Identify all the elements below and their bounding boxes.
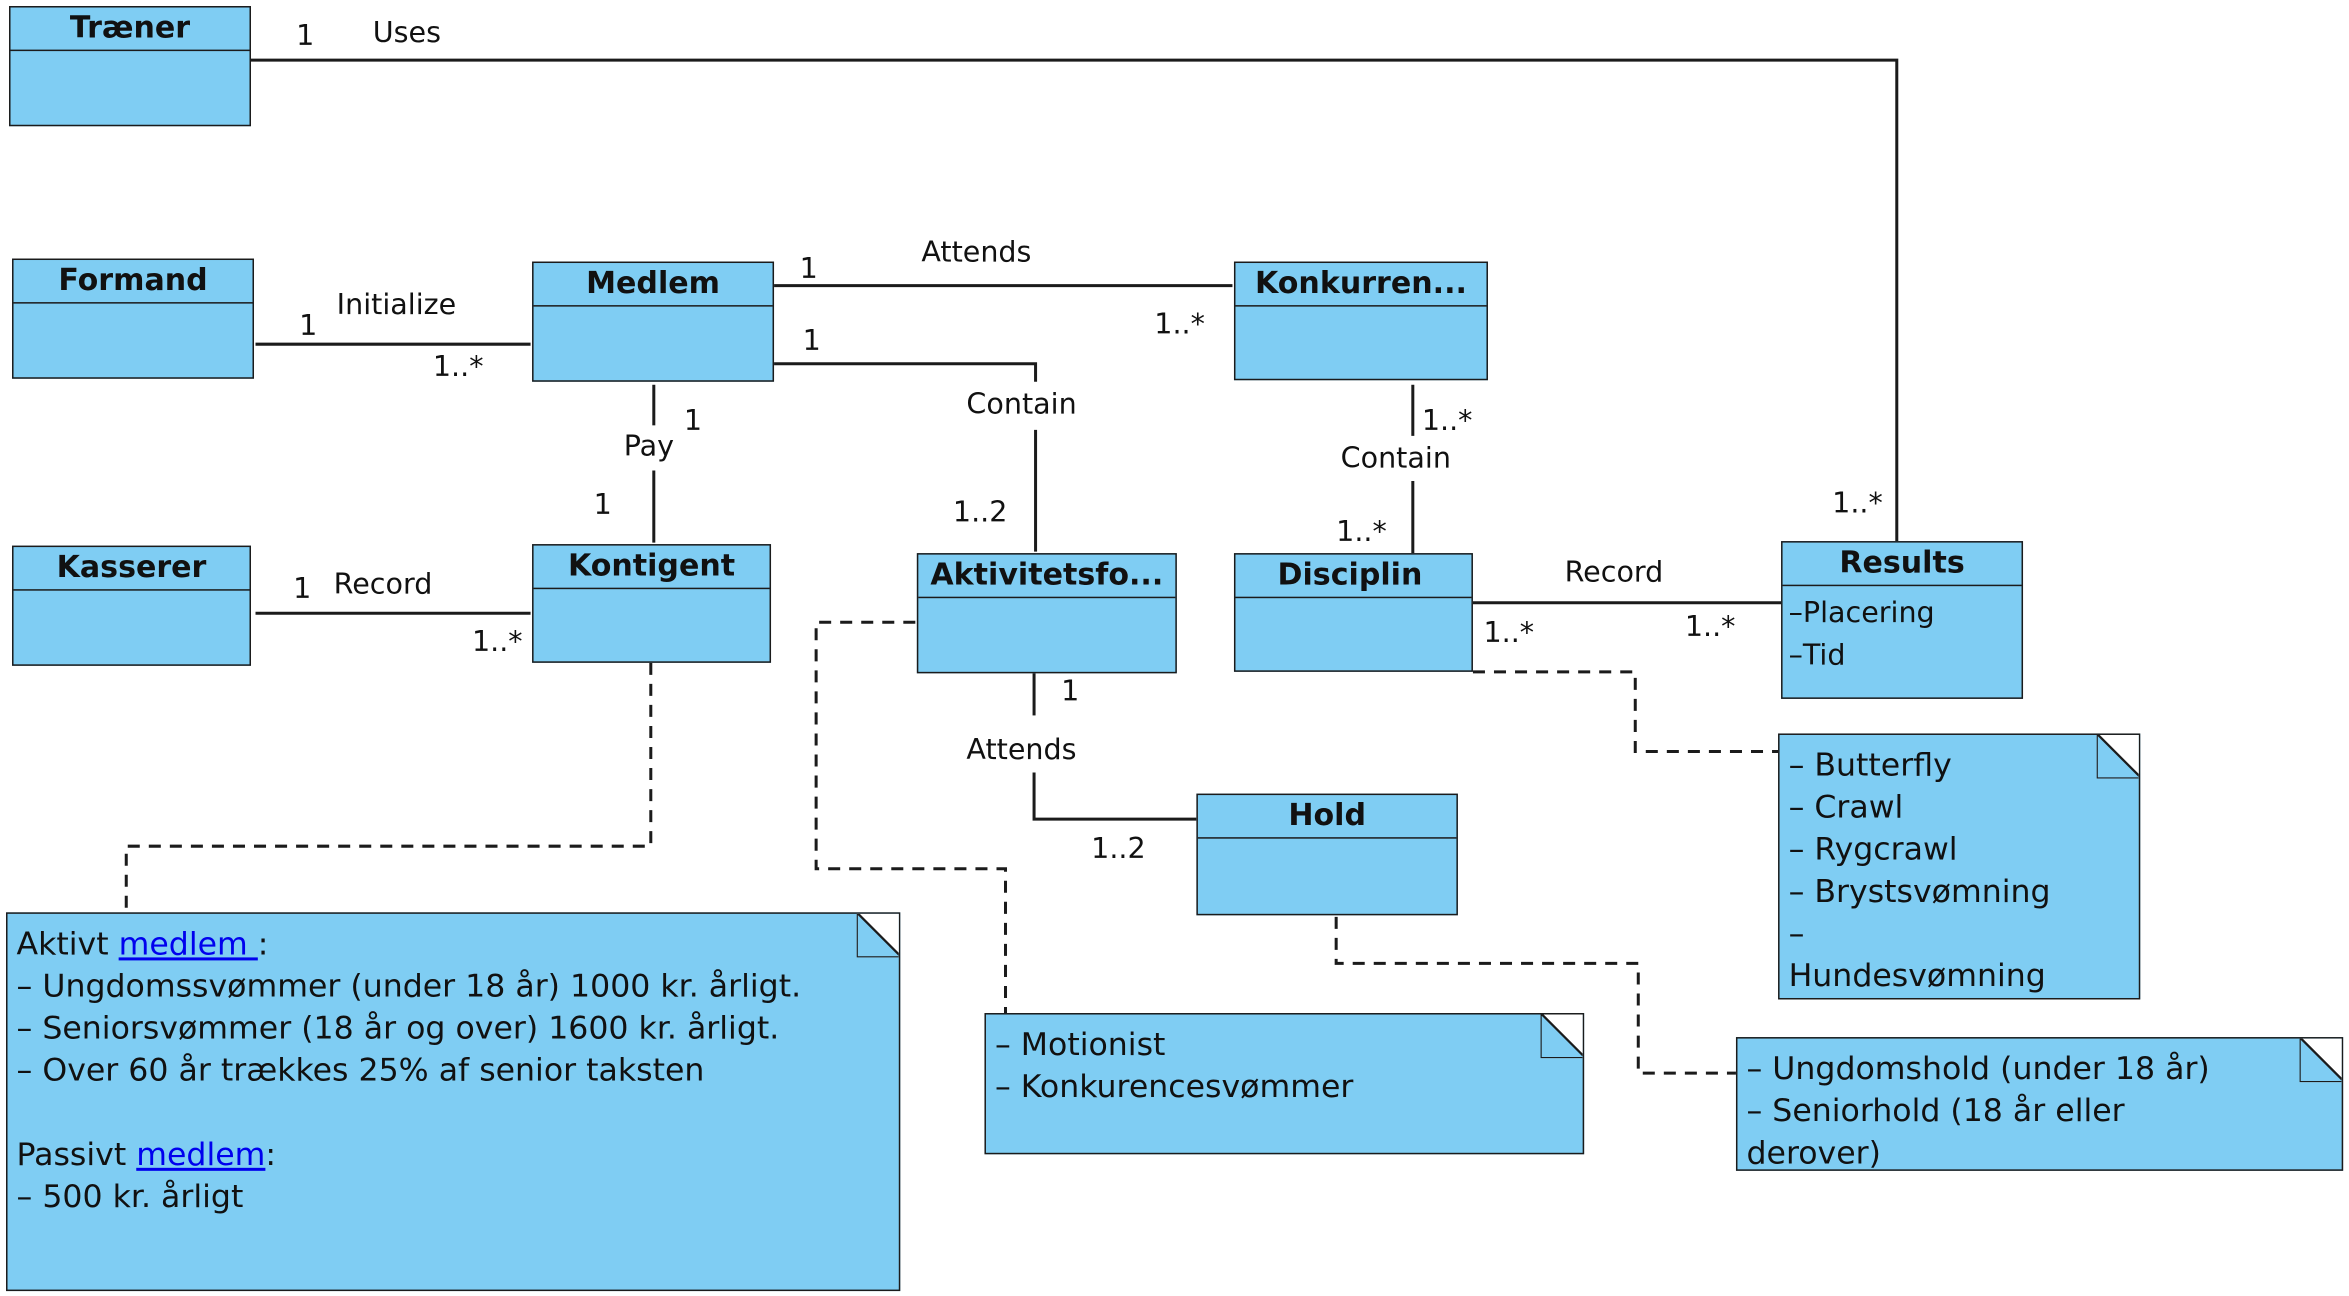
class-traener[interactable]: Træner [9, 6, 252, 127]
multiplicity: 1 [593, 488, 612, 522]
class-medlem[interactable]: Medlem [532, 261, 775, 382]
note-text: Aktivt [16, 925, 119, 962]
association-label: Attends [921, 235, 1032, 270]
association-label: Contain [966, 387, 1077, 421]
disciplin-note-anchor [1472, 670, 1779, 754]
class-formand[interactable]: Formand [12, 258, 255, 379]
note-text: : [265, 1136, 277, 1173]
note-line: – Brystsvømning [1788, 873, 2051, 910]
note-line: – Ungdomshold (under 18 år) [1746, 1050, 2210, 1087]
multiplicity: 1 [299, 309, 318, 343]
association-label: Contain [1340, 441, 1451, 475]
attribute-list: –Placering –Tid [1783, 586, 2022, 676]
note-line: – Butterfly [1788, 746, 1952, 784]
multiplicity: 1..* [471, 625, 523, 659]
note-line: – Seniorhold (18 år eller derover) [1746, 1092, 2125, 1171]
class-kontigent[interactable]: Kontigent [532, 544, 772, 663]
note-fold-icon [1539, 1014, 1583, 1058]
multiplicity: 1..2 [1091, 832, 1146, 866]
class-konkurrence[interactable]: Konkurren... [1233, 261, 1488, 381]
multiplicity: 1..* [432, 350, 484, 384]
class-kasserer[interactable]: Kasserer [12, 545, 252, 666]
note-aktivitetsform: – Motionist – Konkurencesvømmer [984, 1013, 1585, 1155]
note-line: Hundesvømning [1788, 957, 2046, 994]
note-fold-icon [2095, 734, 2139, 778]
aktivitet-note-anchor [814, 620, 1008, 1014]
class-name: Aktivitetsfo... [918, 555, 1176, 599]
class-name: Kasserer [13, 547, 250, 591]
association-label: Record [333, 568, 433, 602]
class-hold[interactable]: Hold [1196, 793, 1458, 916]
note-line: – Motionist [994, 1026, 1166, 1063]
multiplicity: 1..* [1336, 515, 1387, 549]
note-active-heading: Aktivt medlem : [17, 923, 890, 965]
multiplicity: 1 [1061, 674, 1080, 708]
association-label: Pay [623, 429, 675, 463]
note-line: – Rygcrawl [1788, 831, 1958, 868]
class-name: Kontigent [533, 546, 770, 590]
kontigent-note-anchor [124, 662, 653, 913]
class-results[interactable]: Results –Placering –Tid [1781, 541, 2024, 699]
note-hold: – Ungdomshold (under 18 år) – Seniorhold… [1735, 1037, 2344, 1171]
multiplicity: 1 [802, 324, 821, 358]
hold-note-anchor [1334, 916, 1736, 1075]
association-label: Attends [966, 733, 1077, 767]
multiplicity: 1..* [1483, 616, 1535, 650]
association-label: Record [1564, 556, 1664, 590]
note-text: Passivt [16, 1136, 137, 1173]
multiplicity: 1..* [1154, 308, 1205, 342]
note-kontigent: Aktivt medlem : – Ungdomssvømmer (under … [6, 912, 901, 1292]
note-text: : [257, 925, 269, 962]
note-passive-heading: Passivt medlem: [17, 1133, 890, 1175]
medlem-link[interactable]: medlem [118, 925, 258, 962]
multiplicity: 1..2 [952, 495, 1008, 530]
note-fold-icon [2298, 1038, 2342, 1082]
note-fold-icon [855, 913, 899, 957]
association-label: Initialize [336, 288, 457, 322]
class-name: Træner [10, 8, 250, 52]
association-label: Uses [372, 16, 441, 50]
multiplicity: 1..* [1421, 404, 1473, 438]
note-line: – Crawl [1788, 789, 1904, 826]
multiplicity: 1..* [1684, 610, 1736, 644]
multiplicity: 1 [293, 572, 312, 606]
note-line: – Ungdomssvømmer (under 18 år) 1000 kr. … [16, 967, 802, 1005]
multiplicity: 1 [296, 19, 315, 53]
attends-hold-line-b [1032, 772, 1197, 821]
note-line: – Over 60 år trækkes 25% af senior takst… [16, 1052, 705, 1089]
contain-aktivitet-line-a [774, 362, 1038, 382]
class-name: Medlem [533, 263, 773, 307]
note-line: – Konkurencesvømmer [994, 1068, 1354, 1105]
note-line: – 500 kr. årligt [16, 1178, 244, 1215]
note-line: – [1788, 915, 1805, 952]
class-name: Results [1782, 543, 2022, 587]
note-line: – Seniorsvømmer (18 år og over) 1600 kr.… [16, 1010, 780, 1047]
multiplicity: 1 [683, 404, 703, 438]
attribute-placering: –Placering [1788, 596, 1935, 630]
class-aktivitetsform[interactable]: Aktivitetsfo... [916, 553, 1177, 674]
class-disciplin[interactable]: Disciplin [1233, 553, 1473, 672]
uses-line [251, 58, 1899, 542]
multiplicity: 1..* [1832, 486, 1883, 521]
class-name: Hold [1197, 795, 1457, 839]
multiplicity: 1 [799, 252, 818, 286]
class-name: Disciplin [1235, 555, 1472, 599]
class-name: Konkurren... [1235, 263, 1487, 307]
note-disciplin: – Butterfly – Crawl – Rygcrawl – Brystsv… [1778, 733, 2141, 1000]
class-name: Formand [13, 260, 253, 304]
medlem-link[interactable]: medlem [136, 1136, 266, 1173]
attribute-tid: –Tid [1788, 638, 1846, 672]
